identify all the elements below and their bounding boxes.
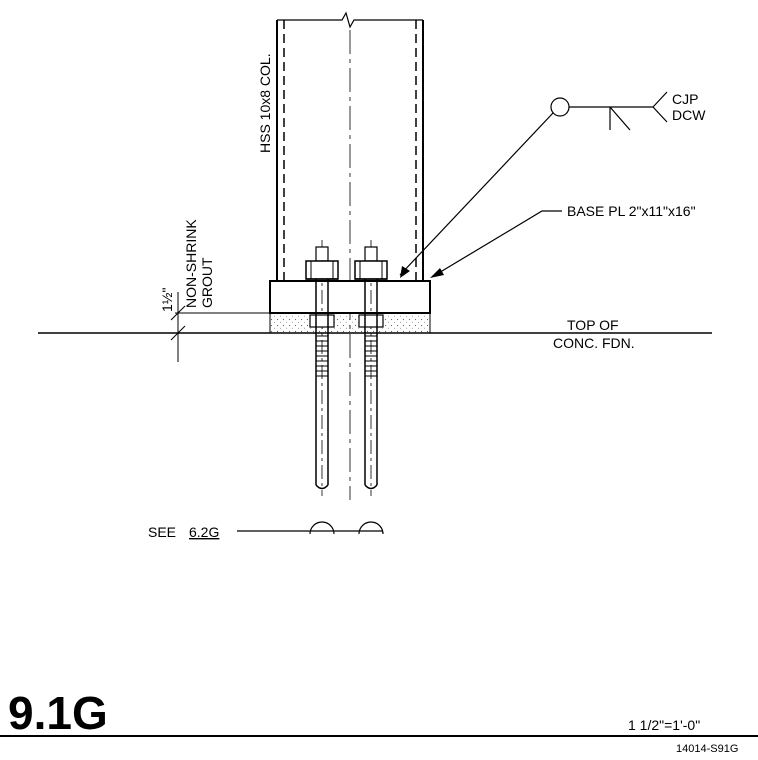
weld-note-line2: DCW <box>672 107 706 123</box>
hss-column <box>276 11 424 281</box>
drawing-number: 14014-S91G <box>676 743 738 755</box>
weld-leader-line <box>399 112 554 276</box>
anchor-rods <box>305 240 388 535</box>
scale-label: 1 1/2"=1'-0" <box>628 717 700 733</box>
anchor-rod-left <box>305 240 339 535</box>
thread-marks-right <box>365 335 377 377</box>
column-break-line <box>277 11 423 29</box>
anchor-symbol-right <box>358 521 384 535</box>
weld-symbol <box>399 91 668 278</box>
base-plate-leader <box>430 210 562 278</box>
reference-prefix: SEE <box>148 524 176 540</box>
grout-dimension <box>170 292 270 362</box>
anchor-symbol-left <box>309 521 335 535</box>
weld-all-around-icon <box>550 97 570 117</box>
column-label: HSS 10x8 COL. <box>257 53 273 153</box>
detail-number: 9.1G <box>8 687 108 739</box>
base-plate-label: BASE PL 2"x11"x16" <box>567 203 696 219</box>
grout-dimension-value: 1½" <box>159 288 175 312</box>
base-plate <box>269 280 431 314</box>
anchor-rod-right <box>354 240 388 535</box>
thread-marks-left <box>316 335 328 377</box>
foundation-label-line1: TOP OF <box>567 317 619 333</box>
grout-layer <box>269 312 431 334</box>
leveling-nut-right <box>358 314 384 328</box>
weld-note-line1: CJP <box>672 91 698 107</box>
foundation-label-line2: CONC. FDN. <box>553 335 635 351</box>
grout-label-line1: NON-SHRINK <box>183 219 199 308</box>
reference-detail-link[interactable]: 6.2G <box>189 524 219 540</box>
grout-label-line2: GROUT <box>199 257 215 308</box>
leveling-nut-left <box>309 314 335 328</box>
